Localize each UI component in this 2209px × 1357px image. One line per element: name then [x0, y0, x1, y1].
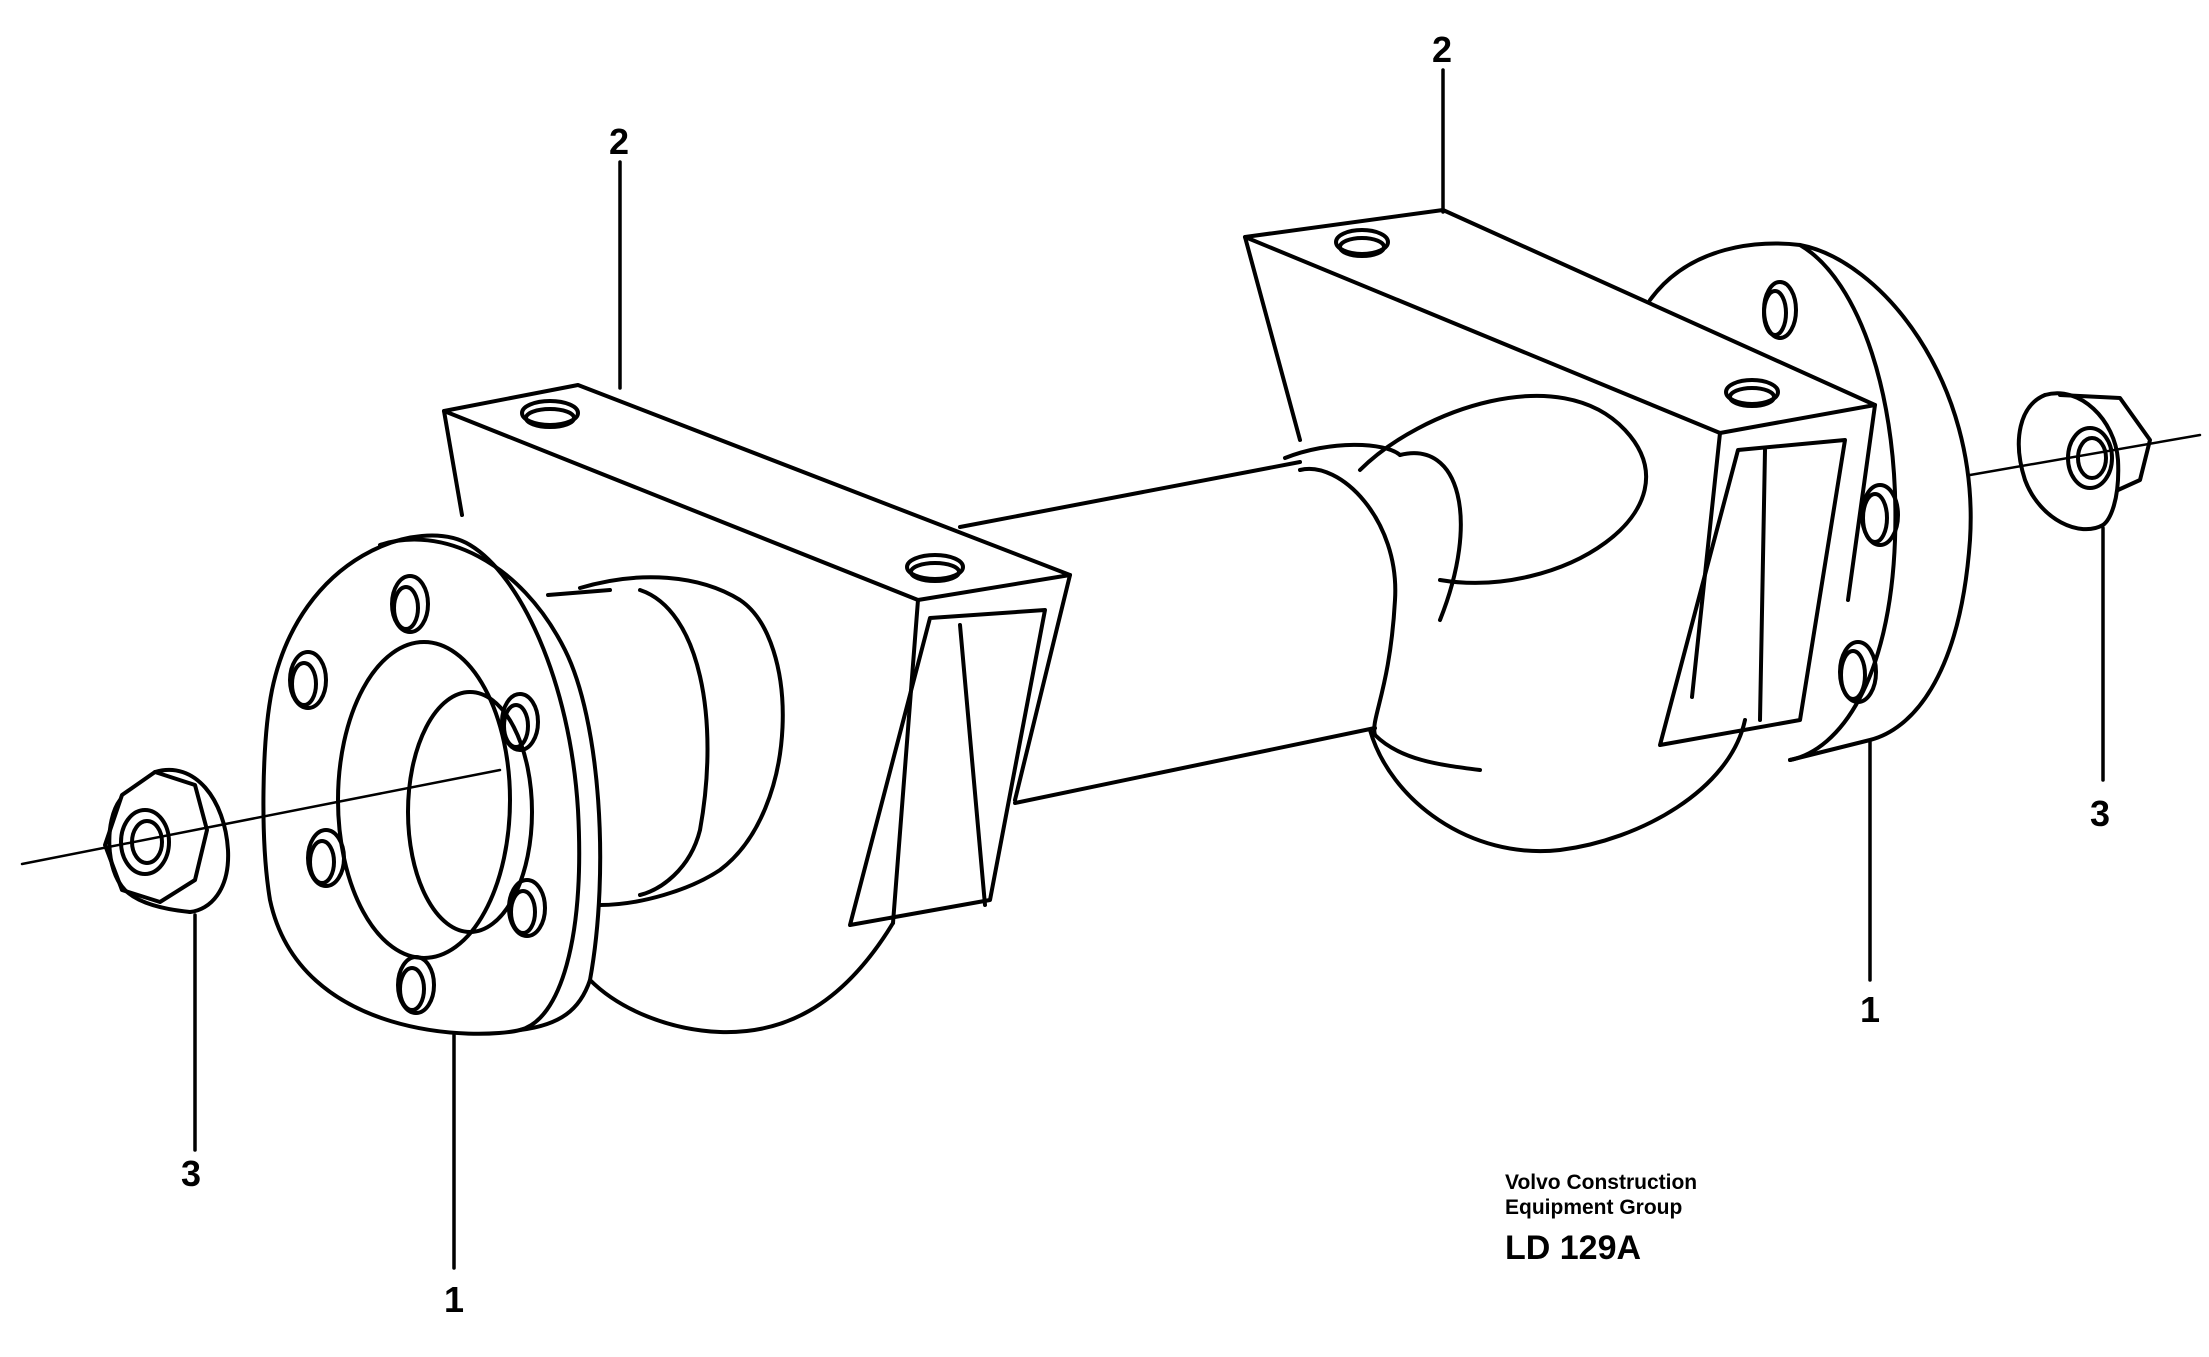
left-bracket — [442, 383, 1072, 1035]
left-flange — [261, 533, 603, 1036]
callout-left-nut: 3 — [181, 1153, 202, 1194]
credit-block: Volvo Construction Equipment Group LD 12… — [1505, 1170, 1697, 1269]
right-bracket — [1243, 208, 1877, 854]
central-shaft — [958, 442, 1402, 805]
credit-company-line1: Volvo Construction — [1505, 1171, 1698, 1194]
callout-right-bracket: 2 — [1432, 29, 1453, 70]
callout-left-bracket: 2 — [609, 121, 630, 162]
right-flange — [1648, 241, 1973, 762]
callout-right-housing: 1 — [1860, 989, 1881, 1030]
leader-lines — [193, 68, 2105, 1270]
callout-left-housing: 1 — [444, 1279, 465, 1320]
centre-axis-line — [20, 433, 2202, 866]
right-nut — [2016, 391, 2152, 532]
callout-right-nut: 3 — [2090, 793, 2111, 834]
left-nut — [103, 768, 231, 914]
drawing-code: LD 129A — [1505, 1229, 1642, 1268]
credit-company-line2: Equipment Group — [1505, 1196, 1683, 1220]
